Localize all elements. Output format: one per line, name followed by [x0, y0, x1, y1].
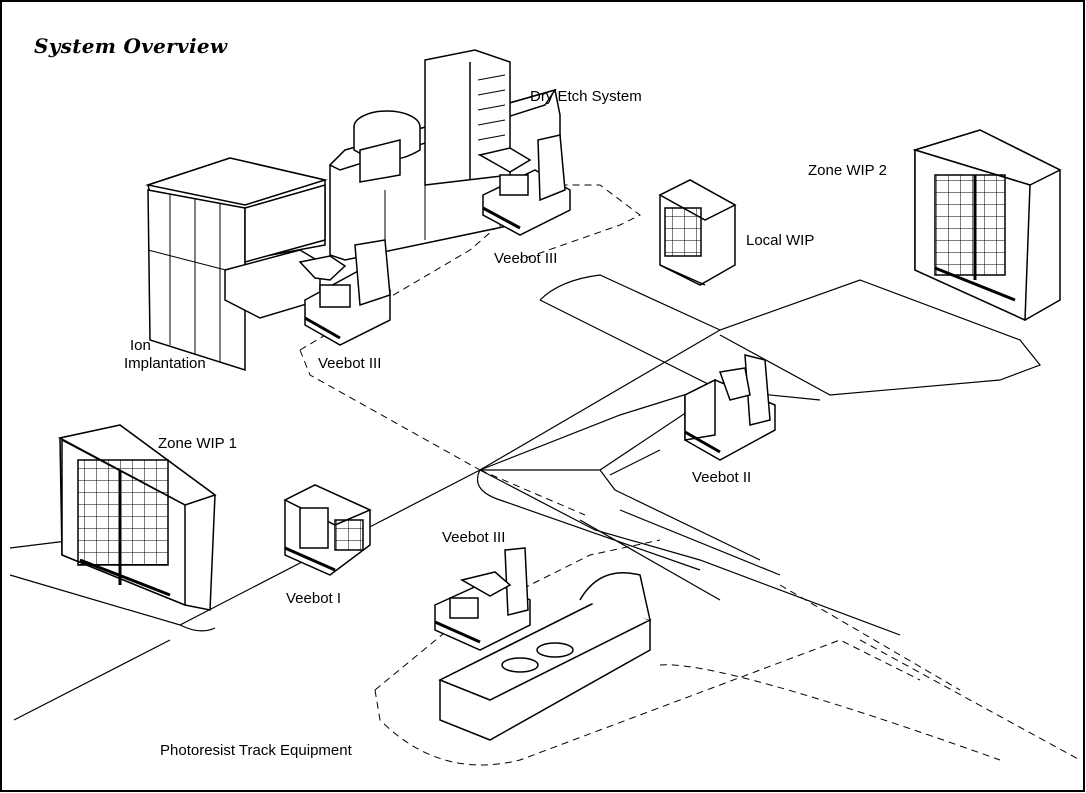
- veebot-i-unit: [285, 485, 370, 575]
- label-zone-wip-2: Zone WIP 2: [808, 162, 887, 180]
- label-veebot-iii-top: Veebot III: [494, 250, 557, 268]
- label-dry-etch-system: Dry Etch System: [530, 88, 642, 106]
- label-implantation: Implantation: [124, 355, 206, 373]
- veebot-iii-bottom-unit: [435, 548, 530, 650]
- veebot-ii-unit: [685, 355, 775, 460]
- label-zone-wip-1: Zone WIP 1: [158, 435, 237, 453]
- label-ion: Ion: [130, 337, 151, 355]
- label-photoresist-track-equipment: Photoresist Track Equipment: [160, 742, 352, 760]
- page-title: System Overview: [34, 34, 227, 58]
- label-veebot-ii: Veebot II: [692, 469, 751, 487]
- label-veebot-iii-bottom: Veebot III: [442, 529, 505, 547]
- zone-wip-2: [915, 130, 1060, 320]
- label-local-wip: Local WIP: [746, 232, 814, 250]
- ion-implantation: [148, 158, 325, 370]
- label-veebot-i: Veebot I: [286, 590, 341, 608]
- local-wip: [660, 180, 735, 285]
- label-veebot-iii-left: Veebot III: [318, 355, 381, 373]
